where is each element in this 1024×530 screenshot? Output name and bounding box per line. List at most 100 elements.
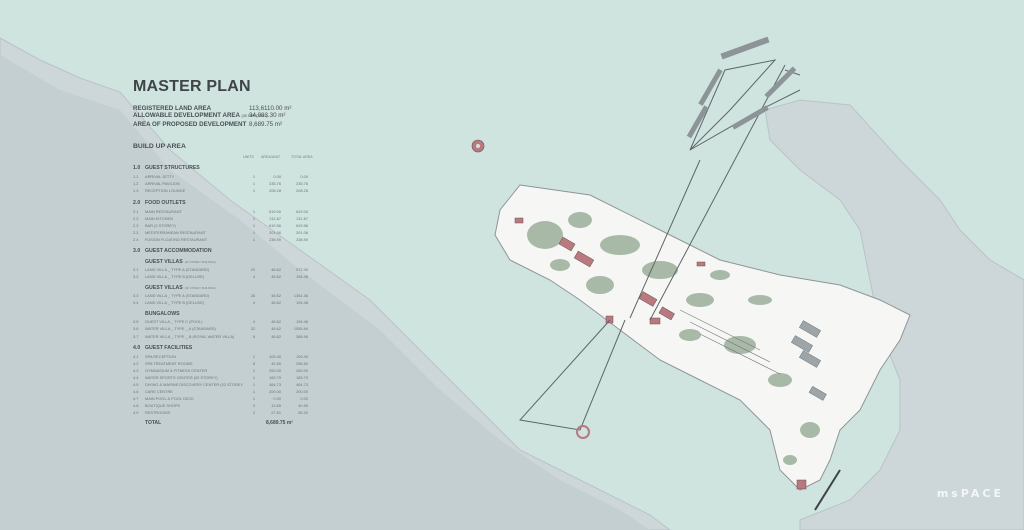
- row-total: 0.00: [300, 396, 308, 402]
- row-units: 4: [252, 300, 255, 306]
- summary-value: 113,6110.00 m²: [249, 105, 292, 112]
- summary-value: 34,083.30 m²: [249, 112, 286, 120]
- row-total: 40.95: [298, 403, 308, 409]
- east-jetty: [814, 469, 841, 511]
- col-total: TOTAL AREA: [291, 155, 313, 160]
- row-name: SPA TREATMENT ROOMS: [145, 360, 193, 366]
- row-number: 4.7: [133, 396, 139, 402]
- total-label: TOTAL: [145, 420, 162, 427]
- row-total: 194.48: [296, 319, 308, 325]
- row-area: 183.79: [269, 374, 281, 380]
- row-units: 1: [252, 236, 255, 242]
- row-area: 42.80: [271, 360, 281, 366]
- row-name: LAND VILLA _ TYPE B (DELUXE): [145, 274, 205, 280]
- row-name: MAIN KITCHEN: [145, 215, 173, 221]
- section-number: 1.0: [133, 165, 141, 172]
- row-units: 1: [252, 374, 255, 380]
- row-name: WATER VILLA _ TYPE _ B (ROYAL WATER VILL…: [145, 333, 235, 339]
- section-name: GUEST FACILITIES: [145, 344, 193, 351]
- page-title: MASTER PLAN: [133, 78, 251, 95]
- row-units: 4: [252, 274, 255, 280]
- row-area: 200.00: [269, 389, 281, 395]
- table-row: 4.2 SPA TREATMENT ROOMS 6 42.80 256.80: [133, 360, 313, 367]
- row-units: 2: [252, 410, 255, 416]
- summary-label: REGISTERED LAND AREA: [133, 105, 212, 112]
- row-number: 3.4: [133, 300, 139, 306]
- row-number: 3.2: [133, 274, 139, 280]
- row-number: 1.1: [133, 174, 139, 180]
- row-area: 0.00: [273, 396, 281, 402]
- row-name: DIVING & MARINE DISCOVERY CENTER (02 STO…: [145, 382, 243, 387]
- info-panel: MASTER PLAN REGISTERED LAND AREA 113,611…: [133, 78, 313, 426]
- row-total: 183.79: [296, 374, 308, 380]
- row-number: 1.2: [133, 181, 139, 187]
- row-area: 238.90: [269, 236, 281, 242]
- row-total: 200.00: [296, 389, 308, 395]
- row-total: 194.48: [296, 300, 308, 306]
- row-name: SPA RECEPTION: [145, 353, 177, 359]
- row-number: 4.2: [133, 360, 139, 366]
- row-number: 2.2: [133, 215, 139, 221]
- group-name: GUEST VILLAS: [145, 258, 183, 265]
- row-name: BOUTIQUE SHOPS: [145, 403, 181, 409]
- table-row: 4.5 DIVING & MARINE DISCOVERY CENTER (02 …: [133, 381, 313, 388]
- row-number: 4.5: [133, 382, 139, 387]
- coast-band: [0, 55, 650, 530]
- row-units: 4: [252, 319, 255, 325]
- row-total: 256.80: [296, 360, 308, 366]
- row-area: 48.62: [271, 319, 281, 325]
- row-units: 8: [252, 333, 255, 339]
- row-number: 4.4: [133, 374, 139, 380]
- row-units: 1: [252, 353, 255, 359]
- row-number: 3.3: [133, 293, 139, 299]
- row-units: 1: [252, 215, 255, 221]
- row-area: 235.76: [269, 181, 281, 187]
- column-headers: UNITS AREA/UNIT TOTAL AREA: [133, 155, 313, 159]
- group-note: (02 STOREY BUILDING): [184, 259, 216, 264]
- row-number: 2.1: [133, 208, 139, 214]
- group-heading: BUNGALOWS: [145, 311, 313, 317]
- row-units: 1: [252, 181, 255, 187]
- water-villas: [686, 36, 797, 139]
- row-name: GUEST VILLA _ TYPE C (POOL): [145, 319, 203, 325]
- villa-rows: [679, 309, 781, 375]
- build-up-heading: BUILD UP AREA: [133, 143, 186, 151]
- row-total: 0.00: [300, 174, 308, 180]
- row-area: 48.62: [271, 333, 281, 339]
- row-area: 201.06: [269, 229, 281, 235]
- section-number: 3.0: [133, 247, 141, 254]
- row-number: 3.1: [133, 266, 139, 272]
- row-name: FUSION FLOATING RESTAURANT: [145, 236, 208, 242]
- row-name: MEDITERRANEAN RESTAURANT: [145, 229, 206, 235]
- row-number: 4.3: [133, 367, 139, 373]
- group-name: BUNGALOWS: [145, 311, 180, 318]
- row-units: 20: [250, 266, 255, 272]
- row-total: 388.96: [296, 333, 308, 339]
- row-total: 55.20: [298, 410, 308, 416]
- summary-value: 8,689.75 m²: [249, 120, 283, 128]
- group-heading: GUEST VILLAS(02 STOREY BUILDING): [145, 259, 313, 265]
- row-name: BAR (2 STOREY): [145, 222, 176, 228]
- row-area: 0.00: [273, 174, 281, 180]
- row-name: LAND VILLA _ TYPE A (STANDARD): [145, 266, 210, 272]
- row-number: 3.6: [133, 326, 139, 332]
- row-name: MAIN RESTAURANT: [145, 208, 182, 214]
- total-value: 8,689.75 m²: [266, 420, 293, 427]
- row-units: 6: [252, 360, 255, 366]
